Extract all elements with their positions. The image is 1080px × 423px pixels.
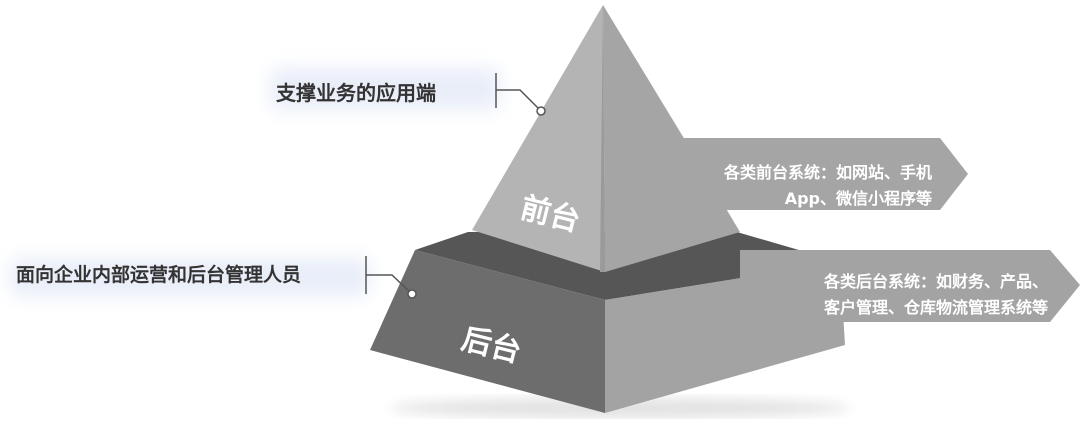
front-layer-ridge-shade	[600, 5, 605, 272]
back-desc-line-2: 客户管理、仓库物流管理系统等	[824, 298, 1048, 317]
bottom-callout-text: 面向企业内部运营和后台管理人员	[16, 263, 301, 286]
front-desc-line-1: 各类前台系统：如网站、手机	[723, 163, 932, 182]
front-desc-line-2: App、微信小程序等	[785, 189, 932, 208]
top-callout-dot	[536, 106, 546, 116]
back-desc-banner	[740, 250, 1080, 322]
back-layer-left-face	[370, 250, 605, 413]
top-callout-glow	[270, 68, 500, 110]
top-callout-text: 支撑业务的应用端	[276, 81, 436, 105]
top-callout-connector	[495, 73, 546, 116]
bottom-callout-connector	[365, 256, 417, 299]
front-layer-left-face	[472, 5, 605, 272]
back-desc-line-1: 各类后台系统：如财务、产品、	[823, 272, 1048, 291]
bottom-callout-glow	[10, 258, 370, 296]
bottom-callout-dot	[407, 289, 417, 299]
front-desc-banner	[660, 138, 968, 210]
